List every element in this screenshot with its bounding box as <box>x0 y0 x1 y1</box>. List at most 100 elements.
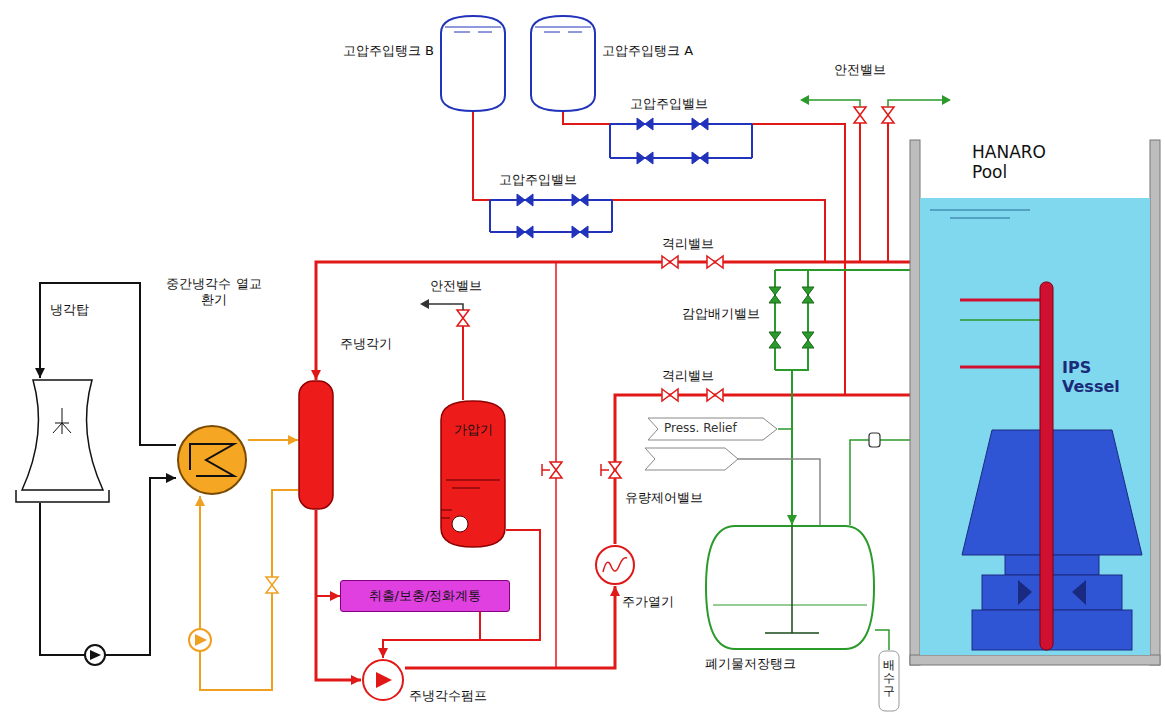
ips-vessel-outline <box>960 280 1145 650</box>
main-heater-outline <box>594 544 636 586</box>
pipe-line <box>563 112 960 395</box>
pipe-connector <box>615 362 960 544</box>
pipe-line <box>850 440 910 525</box>
arrow-head <box>330 591 340 601</box>
heat-exchanger-outline <box>176 424 248 496</box>
reactor-pool-outline <box>920 198 1150 655</box>
cooling-tower-outline <box>22 380 103 490</box>
pipe-connector <box>563 112 960 395</box>
pressurizer-text: 가압기 <box>440 422 506 438</box>
depressurization-valve <box>769 287 814 348</box>
main-cooler-outline <box>299 381 333 509</box>
injection-tank: 고압주입탱크 A <box>530 15 596 112</box>
pipe-line <box>316 510 340 596</box>
pressurizer-outline <box>452 516 468 532</box>
relief-tag-text: Press. Relief <box>664 421 737 435</box>
arrow-head <box>288 435 298 445</box>
main-pump-outline <box>363 660 403 700</box>
heat-exchanger-outline <box>190 444 234 476</box>
pressurizer-outline <box>441 510 452 518</box>
main-heater-outline <box>603 558 627 572</box>
pipe-connector <box>850 440 910 525</box>
relief-tag <box>645 448 738 470</box>
waste-tank: 폐기물저장탱크 <box>705 525 875 650</box>
arrow-head <box>311 370 321 380</box>
tower-pump <box>85 645 105 665</box>
pipe-line <box>316 262 960 380</box>
reactor-pool-outline <box>910 140 920 665</box>
valve-label: 격리밸브 <box>660 236 716 252</box>
arrow-head <box>35 368 45 378</box>
bypass-valve <box>266 577 278 593</box>
valve-label: 감압배기밸브 <box>680 306 762 322</box>
waste-tank-outline <box>713 605 867 606</box>
injection-tank-text: 고압주입탱크 B <box>343 43 434 59</box>
safety-valve <box>457 310 469 326</box>
relief-tag: Press. Relief <box>648 418 778 440</box>
main-pump: 주냉각수펌프 <box>361 658 405 702</box>
vent-arrow <box>800 95 951 105</box>
heat-exchanger: 중간냉각수 열교환기 <box>176 424 248 496</box>
arrow-head <box>195 496 205 506</box>
injection-pipe <box>610 124 752 158</box>
waste-tank-text: 폐기물저장탱크 <box>705 656 796 672</box>
pipe-connector <box>40 473 176 655</box>
main-cooler-outline <box>298 380 334 510</box>
injection-tank: 고압주입탱크 B <box>440 15 506 112</box>
pipe-connector <box>311 262 960 380</box>
main-pump-text: 주냉각수펌프 <box>409 688 487 704</box>
secondary-pump <box>189 629 211 651</box>
valve-label: 안전밸브 <box>832 62 888 78</box>
vent-pipe <box>775 270 808 370</box>
injection-valve <box>637 118 708 164</box>
ips-vessel: IPS Vessel <box>960 280 1145 650</box>
safety-pipe <box>462 326 464 400</box>
sight-glass <box>869 433 880 447</box>
injection-tank-outline <box>530 15 596 112</box>
injection-tank-outline <box>531 16 595 111</box>
drain-box-outline <box>879 651 899 711</box>
waste-tank-outline <box>765 526 819 633</box>
arrow-head <box>166 473 176 483</box>
purification-box-text: 취출/보충/정화계통 <box>369 588 482 604</box>
valve-label: 안전밸브 <box>428 278 484 294</box>
pipe-connector <box>473 112 960 305</box>
valve-label: 고압주입밸브 <box>628 96 710 112</box>
pump-mark <box>195 634 207 646</box>
pipe-connector <box>778 429 792 525</box>
heat-exchanger-text: 중간냉각수 열교환기 <box>164 276 264 307</box>
injection-tank-outline <box>441 16 505 111</box>
relief-line <box>738 459 820 525</box>
reactor-pool-outline <box>1150 140 1160 665</box>
safety-pipe <box>860 123 888 262</box>
reactor-pool-outline <box>910 655 1160 665</box>
pipe-line <box>473 112 960 300</box>
pipe-connector <box>316 510 340 601</box>
reactor-pool-text: HANARO Pool <box>972 142 1067 183</box>
main-heater: 주가열기 <box>594 544 636 586</box>
drain-box-text: 배수구 <box>883 659 895 699</box>
heat-exchanger-outline <box>178 426 246 494</box>
main-pump-outline <box>376 672 392 688</box>
control-valve <box>550 462 621 478</box>
pipe-line <box>875 630 889 650</box>
valve-label: 격리밸브 <box>660 368 716 384</box>
main-heater-text: 주가열기 <box>622 594 674 610</box>
injection-tank-outline <box>535 27 591 32</box>
pipe-connector <box>248 435 298 445</box>
injection-pipe <box>490 200 612 232</box>
pressurizer: 가압기 <box>440 400 506 548</box>
vent-line <box>808 100 942 107</box>
main-heater-outline <box>596 546 634 584</box>
vent-arrow <box>420 299 429 309</box>
pipe-line <box>200 490 298 690</box>
main-cooler-text: 주냉각기 <box>340 336 392 352</box>
vent-line <box>428 304 463 310</box>
valve-label: 고압주입밸브 <box>497 172 579 188</box>
pipe-connector <box>195 490 298 690</box>
cooling-tower-text: 냉각탑 <box>50 302 89 318</box>
pipe-line <box>778 429 792 525</box>
main-cooler: 주냉각기 <box>298 380 334 510</box>
arrow-head <box>351 675 361 685</box>
